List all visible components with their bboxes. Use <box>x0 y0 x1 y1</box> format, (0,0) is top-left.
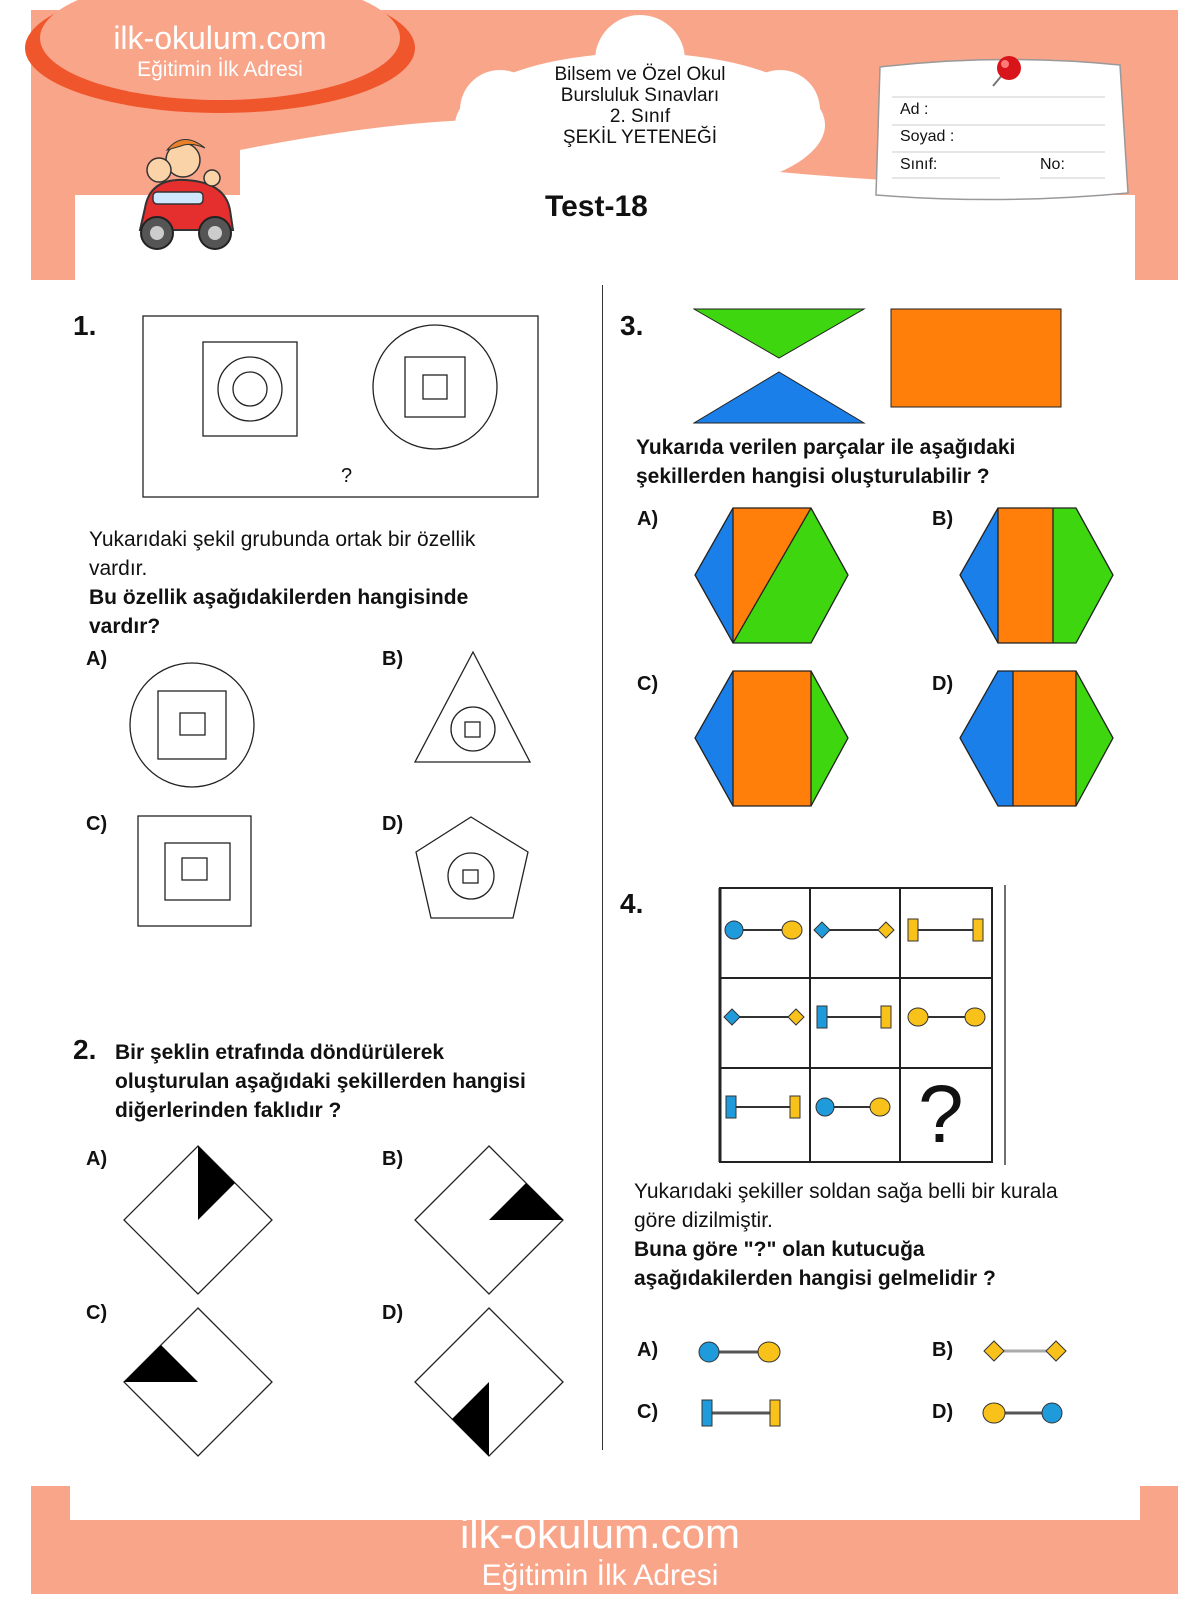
cloud-line-3: 2. Sınıf <box>609 106 671 127</box>
q1-option-d-label[interactable]: D) <box>382 813 404 835</box>
q2-option-b-figure[interactable] <box>413 1144 565 1296</box>
q3-option-d-label[interactable]: D) <box>932 673 954 695</box>
q4-cell-6-circle-circle <box>907 1007 986 1027</box>
q3-option-c-label[interactable]: C) <box>637 673 659 695</box>
q2-number: 2. <box>73 1034 97 1065</box>
q4-text-line-2: göre dizilmiştir. <box>634 1209 773 1232</box>
q1-number: 1. <box>73 310 97 341</box>
q1-option-c-figure[interactable] <box>137 815 255 929</box>
q2-line-3: diğerlerinden faklıdır ? <box>115 1099 342 1122</box>
q2-option-c-figure[interactable] <box>122 1306 274 1458</box>
header-band <box>0 0 1200 285</box>
q1-bold-line-2: vardır? <box>89 615 161 638</box>
header-site-name: ilk-okulum.com <box>113 20 327 56</box>
q1-question-mark: ? <box>341 465 353 487</box>
q3-option-a-label[interactable]: A) <box>637 508 659 530</box>
form-number-label: No: <box>1040 156 1065 173</box>
q4-number: 4. <box>620 888 644 919</box>
pushpin-icon <box>985 52 1025 92</box>
q3-number: 3. <box>620 310 644 341</box>
q3-option-d-figure[interactable] <box>958 669 1118 809</box>
test-title: Test-18 <box>545 190 648 223</box>
q2-option-a-figure[interactable] <box>122 1144 274 1296</box>
q4-option-c-figure[interactable] <box>700 1396 785 1430</box>
header-slogan: Eğitimin İlk Adresi <box>137 58 303 81</box>
q3-option-b-figure[interactable] <box>958 506 1118 646</box>
q1-example-figure <box>142 315 542 500</box>
cloud-line-4: ŞEKİL YETENEĞİ <box>562 127 718 148</box>
q1-bold-line-1: Bu özellik aşağıdakilerden hangisinde <box>89 586 469 609</box>
q4-option-b-label[interactable]: B) <box>932 1339 954 1361</box>
q1-option-d-figure[interactable] <box>413 815 533 923</box>
q4-option-d-label[interactable]: D) <box>932 1401 954 1423</box>
q4-cell-2-diamond-diamond <box>813 921 895 939</box>
q4-cell-3-rect-rect <box>907 918 984 942</box>
footer-slogan: Eğitimin İlk Adresi <box>481 1559 719 1592</box>
cloud-line-2: Bursluluk Sınavları <box>560 85 720 106</box>
q3-option-b-label[interactable]: B) <box>932 508 954 530</box>
q1-option-b-figure[interactable] <box>412 650 534 765</box>
q4-option-b-figure[interactable] <box>982 1335 1067 1367</box>
q4-cell-4-diamond-diamond <box>723 1008 805 1026</box>
q4-option-a-label[interactable]: A) <box>637 1339 659 1361</box>
q2-option-d-label[interactable]: D) <box>382 1302 404 1324</box>
q3-pieces-figure <box>692 308 1063 426</box>
form-surname-label: Soyad : <box>900 128 955 145</box>
q4-cell-1-circle-circle <box>724 920 803 940</box>
mascot-car-illustration <box>125 130 245 255</box>
cloud-title: Bilsem ve Özel Okul Bursluluk Sınavları … <box>480 64 800 148</box>
q2-option-c-label[interactable]: C) <box>86 1302 108 1324</box>
q4-question-mark: ? <box>918 1069 964 1160</box>
q3-option-c-figure[interactable] <box>693 669 853 809</box>
q2-option-d-figure[interactable] <box>413 1306 565 1458</box>
q1-option-a-label[interactable]: A) <box>86 648 108 670</box>
q1-option-c-label[interactable]: C) <box>86 813 108 835</box>
q4-cell-7-rect-rect <box>725 1095 801 1119</box>
q4-grid-figure <box>718 885 1008 1170</box>
q2-option-b-label[interactable]: B) <box>382 1148 404 1170</box>
q1-text-line-1: Yukarıdaki şekil grubunda ortak bir özel… <box>89 528 476 551</box>
q2-line-2: oluşturulan aşağıdaki şekillerden hangis… <box>115 1070 526 1093</box>
q2-line-1: Bir şeklin etrafında döndürülerek <box>115 1041 445 1064</box>
q4-cell-5-rect-rect <box>816 1005 892 1029</box>
q2-option-a-label[interactable]: A) <box>86 1148 108 1170</box>
form-class-label: Sınıf: <box>900 156 938 173</box>
q1-option-a-figure[interactable] <box>128 662 258 792</box>
column-divider <box>602 285 603 1450</box>
form-name-label: Ad : <box>900 101 929 118</box>
footer-band <box>0 1480 1200 1600</box>
q4-option-a-figure[interactable] <box>697 1337 782 1367</box>
student-form-card <box>870 55 1135 205</box>
q3-line-1: Yukarıda verilen parçalar ile aşağıdaki <box>636 436 1016 459</box>
q4-bold-line-2: aşağıdakilerden hangisi gelmelidir ? <box>634 1267 996 1290</box>
q4-option-d-figure[interactable] <box>982 1398 1067 1428</box>
q3-option-a-figure[interactable] <box>693 506 853 646</box>
q1-text-line-2: vardır. <box>89 557 148 580</box>
q3-line-2: şekillerden hangisi oluşturulabilir ? <box>636 465 990 488</box>
q4-cell-8-circle-circle <box>815 1097 891 1117</box>
q4-text-line-1: Yukarıdaki şekiller soldan sağa belli bi… <box>634 1180 1058 1203</box>
q4-option-c-label[interactable]: C) <box>637 1401 659 1423</box>
q4-bold-line-1: Buna göre "?" olan kutucuğa <box>634 1238 925 1261</box>
q1-option-b-label[interactable]: B) <box>382 648 404 670</box>
cloud-line-1: Bilsem ve Özel Okul <box>554 64 726 85</box>
footer-site-name: ilk-okulum.com <box>459 1510 741 1557</box>
header-background <box>25 0 1178 285</box>
